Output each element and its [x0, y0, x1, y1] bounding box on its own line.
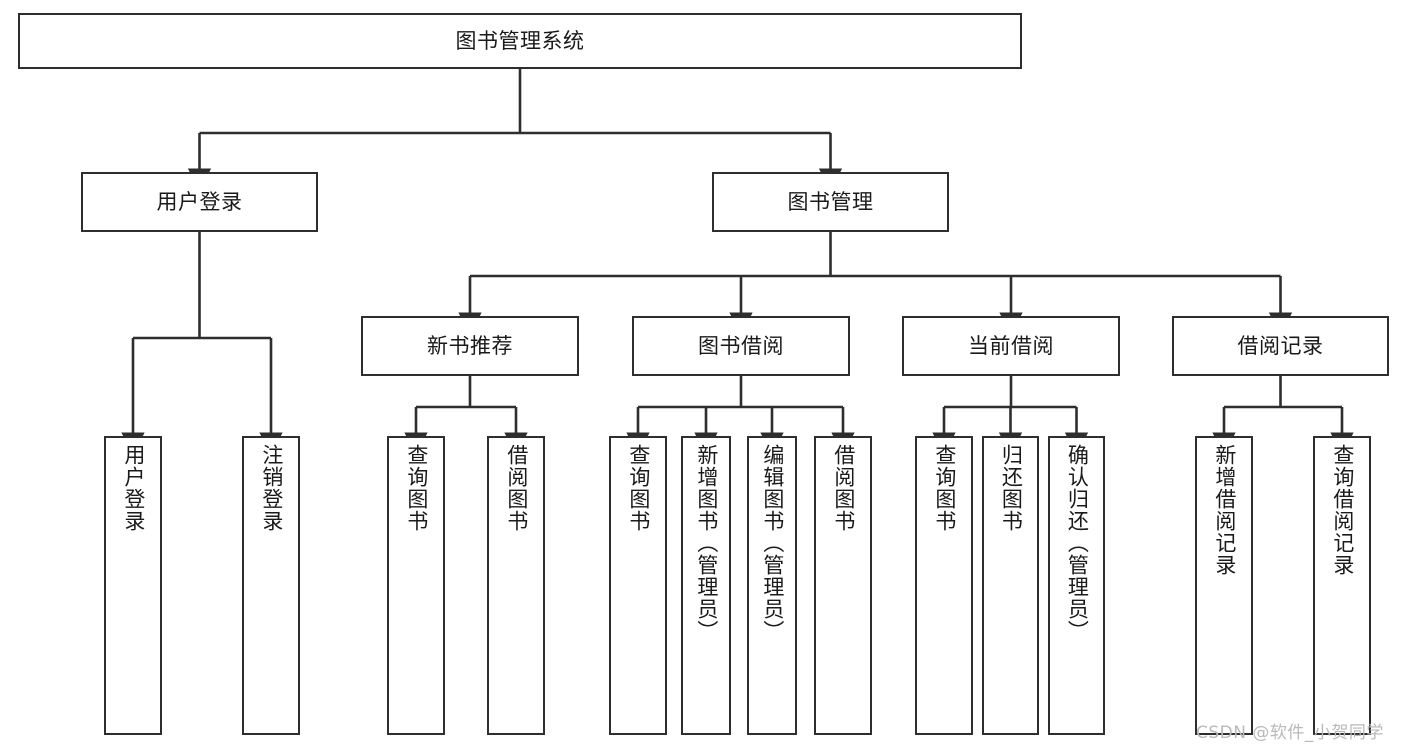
node-label: 用户登录	[121, 444, 146, 532]
node-label: 注销登录	[259, 444, 284, 532]
node-label: 图书管理系统	[455, 28, 585, 53]
node-label: 新增图书（管理员）	[694, 444, 719, 642]
node-leaf-13[interactable]: 查询借阅记录	[1313, 436, 1371, 735]
node-label: 查询图书	[626, 444, 651, 532]
node-label: 用户登录	[156, 189, 243, 214]
node-label: 新增借阅记录	[1212, 444, 1237, 576]
node-label: 图书管理	[787, 189, 874, 214]
node-login[interactable]: 用户登录	[81, 172, 318, 232]
node-label: 借阅图书	[504, 444, 529, 532]
node-root[interactable]: 图书管理系统	[18, 13, 1022, 69]
node-label: 查询图书	[404, 444, 429, 532]
node-label: 当前借阅	[968, 333, 1054, 358]
node-label: 新书推荐	[427, 333, 513, 358]
node-leaf-6[interactable]: 新增图书（管理员）	[681, 436, 731, 735]
node-label: 确认归还（管理员）	[1065, 444, 1090, 642]
node-leaf-7[interactable]: 编辑图书（管理员）	[747, 436, 797, 735]
watermark: CSDN @软件_小贺同学	[1196, 723, 1384, 743]
node-records[interactable]: 借阅记录	[1172, 316, 1389, 376]
node-leaf-11[interactable]: 确认归还（管理员）	[1048, 436, 1105, 735]
node-leaf-1[interactable]: 用户登录	[104, 436, 162, 735]
node-label: 编辑图书（管理员）	[760, 444, 785, 642]
node-current[interactable]: 当前借阅	[902, 316, 1120, 376]
node-label: 查询借阅记录	[1330, 444, 1355, 576]
node-label: 借阅图书	[831, 444, 856, 532]
node-leaf-8[interactable]: 借阅图书	[814, 436, 872, 735]
node-leaf-5[interactable]: 查询图书	[609, 436, 667, 735]
node-leaf-12[interactable]: 新增借阅记录	[1195, 436, 1253, 735]
node-bookmgmt[interactable]: 图书管理	[712, 172, 949, 232]
node-leaf-4[interactable]: 借阅图书	[487, 436, 545, 735]
node-leaf-9[interactable]: 查询图书	[915, 436, 973, 735]
node-borrow[interactable]: 图书借阅	[632, 316, 850, 376]
node-label: 归还图书	[999, 444, 1024, 532]
node-leaf-2[interactable]: 注销登录	[242, 436, 300, 735]
node-leaf-3[interactable]: 查询图书	[387, 436, 445, 735]
node-label: 图书借阅	[698, 333, 784, 358]
node-label: 借阅记录	[1237, 333, 1324, 358]
node-label: 查询图书	[932, 444, 957, 532]
node-newbook[interactable]: 新书推荐	[361, 316, 579, 376]
node-leaf-10[interactable]: 归还图书	[982, 436, 1039, 735]
